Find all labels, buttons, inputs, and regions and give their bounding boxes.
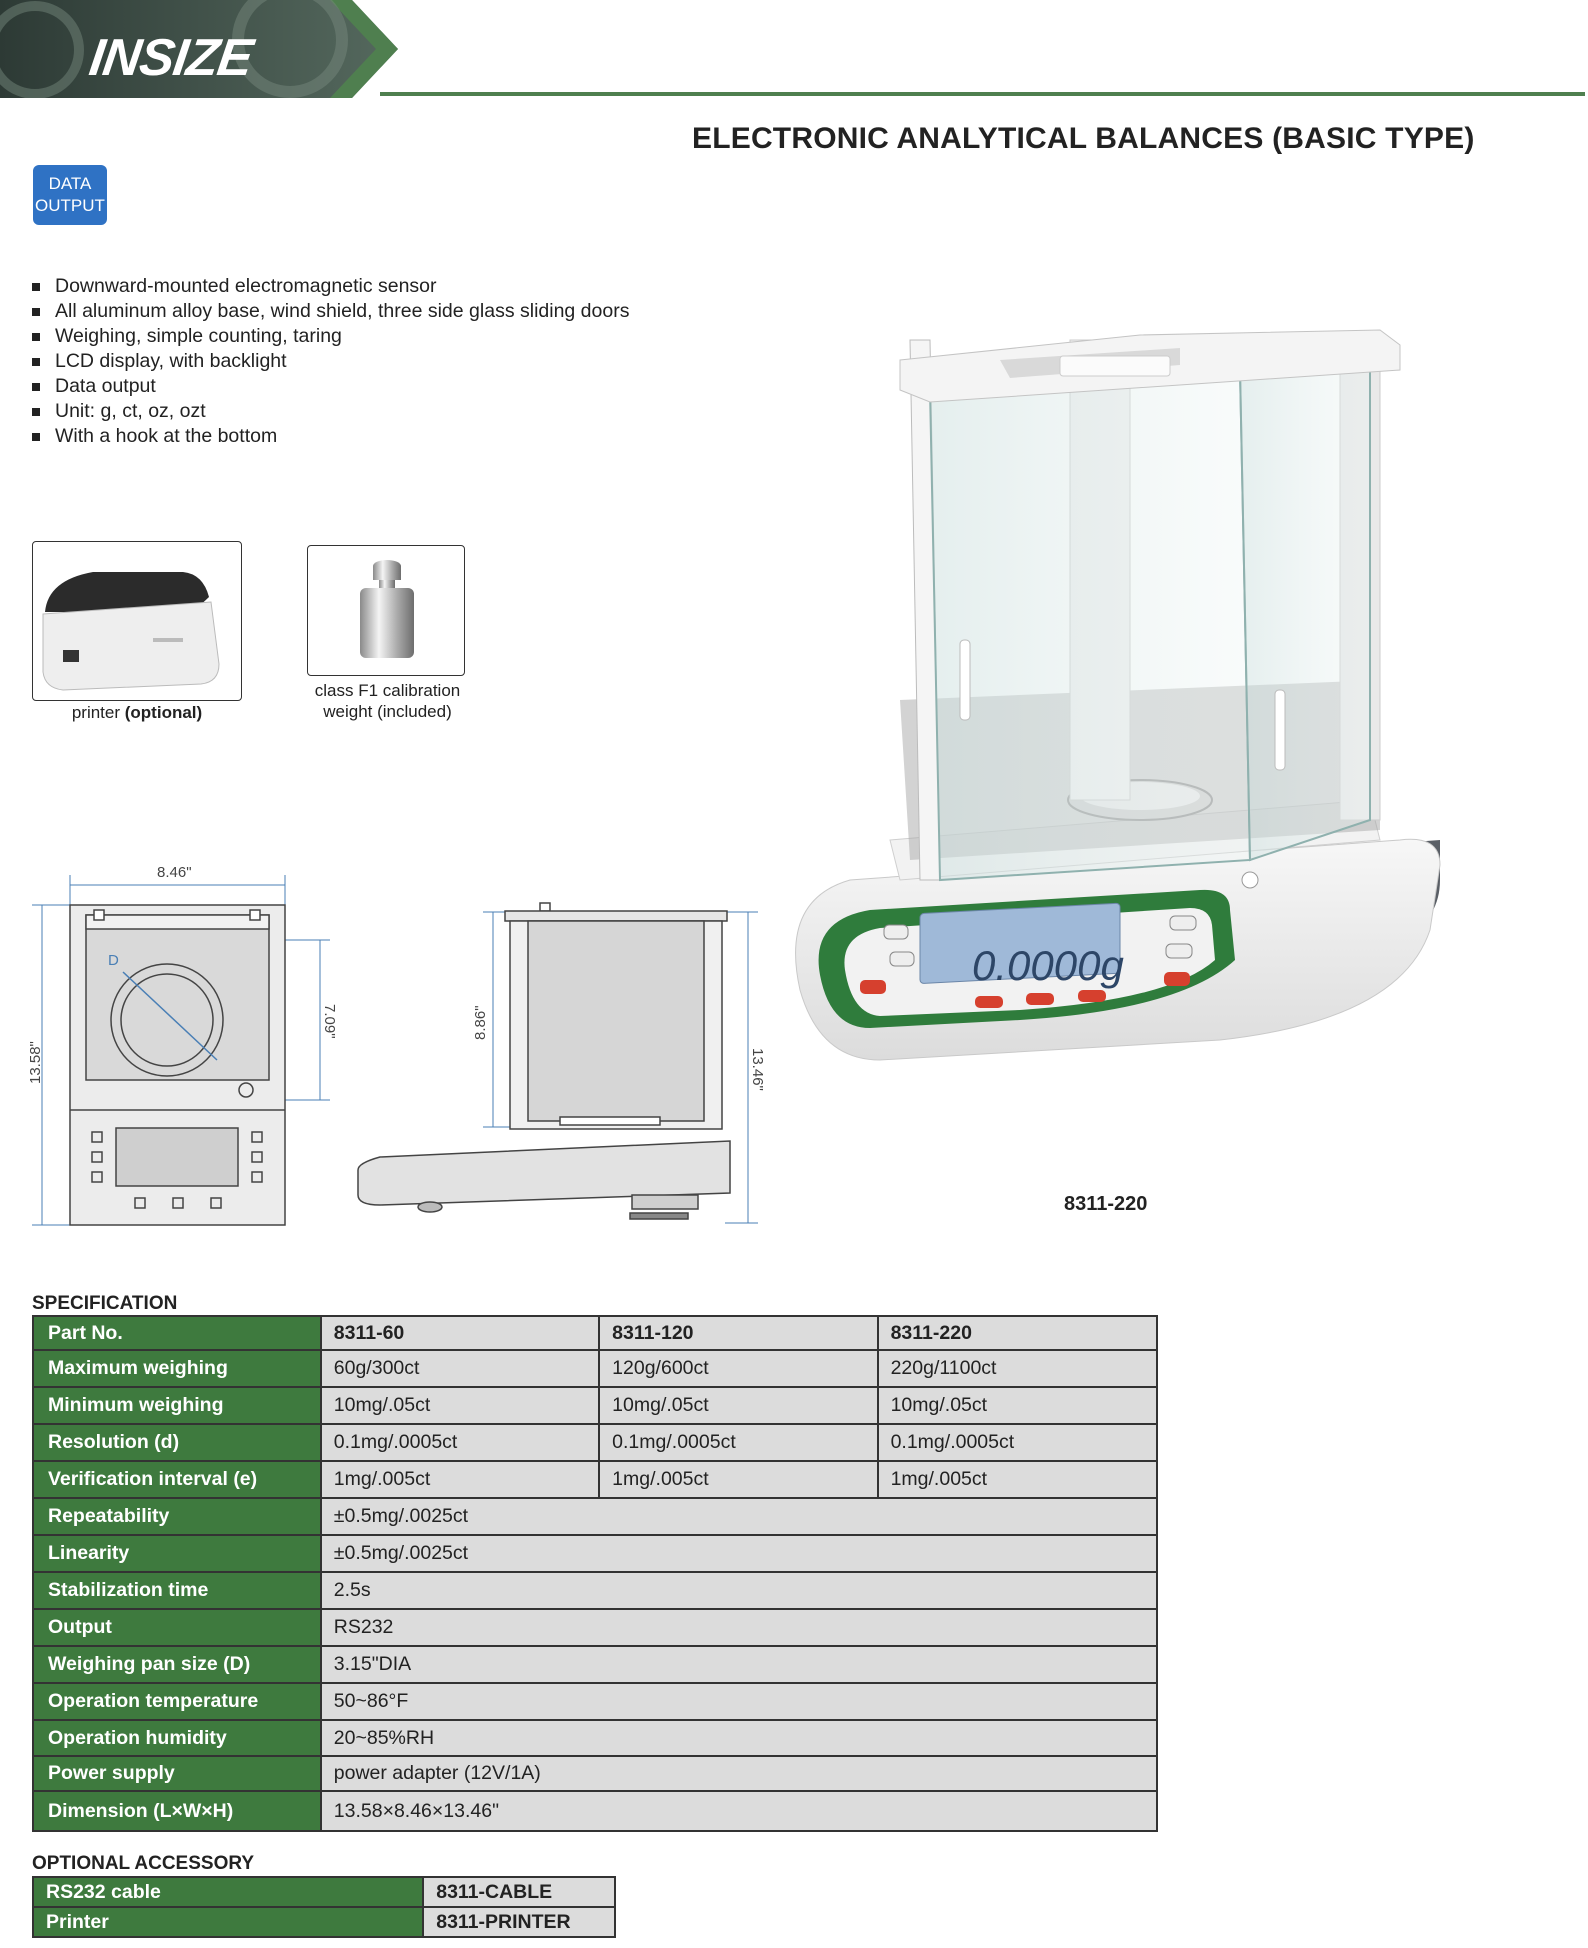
table-row: Stabilization time 2.5s	[32, 1571, 1159, 1610]
lcd-reading: 0.0000g	[972, 942, 1124, 989]
row-label: Power supply	[32, 1755, 322, 1792]
row-label: Operation humidity	[32, 1719, 322, 1757]
header-rule	[380, 92, 1585, 96]
printer-icon	[42, 572, 220, 691]
table-row: Printer 8311-PRINTER	[31, 1906, 616, 1938]
model-header: 8311-120	[598, 1315, 879, 1351]
cell: 60g/300ct	[319, 1349, 601, 1388]
table-row: Maximum weighing 60g/300ct 120g/600ct 22…	[32, 1349, 1159, 1388]
weight-caption-line: weight (included)	[323, 702, 452, 721]
feature-item: All aluminum alloy base, wind shield, th…	[32, 299, 629, 324]
row-label: Output	[32, 1608, 322, 1647]
cell: ±0.5mg/.0025ct	[319, 1497, 1159, 1536]
cell: 0.1mg/.0005ct	[319, 1423, 601, 1462]
cell: 1mg/.005ct	[598, 1460, 879, 1499]
weight-icon	[360, 560, 414, 658]
depth-dimension: 13.58"	[27, 1041, 44, 1084]
calibration-weight-image	[307, 545, 465, 676]
table-row: Operation temperature 50~86°F	[32, 1682, 1159, 1721]
cell: 20~85%RH	[319, 1719, 1159, 1757]
table-row: Verification interval (e) 1mg/.005ct 1mg…	[32, 1460, 1159, 1499]
row-label: RS232 cable	[31, 1876, 425, 1908]
cell: 2.5s	[319, 1571, 1159, 1610]
model-header: 8311-60	[319, 1315, 601, 1351]
cell: 50~86°F	[319, 1682, 1159, 1721]
feature-item: Data output	[32, 374, 629, 399]
row-label: Minimum weighing	[32, 1386, 322, 1425]
row-label: Operation temperature	[32, 1682, 322, 1721]
cell: ±0.5mg/.0025ct	[319, 1534, 1159, 1573]
printer-image	[32, 541, 242, 701]
row-label: Dimension (L×W×H)	[32, 1790, 322, 1832]
feature-item: With a hook at the bottom	[32, 424, 629, 449]
top-view-drawing	[32, 875, 330, 1226]
specification-table: Part No. 8311-60 8311-120 8311-220 Maxim…	[32, 1315, 1159, 1832]
optional-accessory-table: RS232 cable 8311-CABLE Printer 8311-PRIN…	[31, 1876, 616, 1938]
cell: 0.1mg/.0005ct	[876, 1423, 1159, 1462]
cell: 220g/1100ct	[876, 1349, 1159, 1388]
cell: 1mg/.005ct	[319, 1460, 601, 1499]
printer-caption-text: printer	[71, 703, 125, 722]
weight-caption-line: class F1 calibration	[314, 681, 461, 700]
balance-product-image: 0.0000g	[795, 329, 1441, 1061]
cell: 10mg/.05ct	[319, 1386, 601, 1425]
cell: power adapter (12V/1A)	[319, 1755, 1159, 1792]
table-row: Linearity ±0.5mg/.0025ct	[32, 1534, 1159, 1573]
cell: 8311-CABLE	[422, 1876, 616, 1908]
row-label: Printer	[31, 1906, 425, 1938]
specification-title: SPECIFICATION	[32, 1293, 178, 1314]
feature-item: Unit: g, ct, oz, ozt	[32, 399, 629, 424]
row-label: Maximum weighing	[32, 1349, 322, 1388]
table-row: Resolution (d) 0.1mg/.0005ct 0.1mg/.0005…	[32, 1423, 1159, 1462]
cell: 10mg/.05ct	[876, 1386, 1159, 1425]
row-label: Verification interval (e)	[32, 1460, 322, 1499]
cell: 3.15"DIA	[319, 1645, 1159, 1684]
feature-item: Weighing, simple counting, taring	[32, 324, 629, 349]
printer-optional-note: (optional)	[124, 703, 203, 722]
cell: 120g/600ct	[598, 1349, 879, 1388]
weight-caption: class F1 calibration weight (included)	[300, 680, 475, 722]
row-label: Resolution (d)	[32, 1423, 322, 1462]
width-dimension: 8.46"	[157, 864, 192, 881]
row-label: Part No.	[32, 1315, 322, 1351]
optional-accessory-title: OPTIONAL ACCESSORY	[32, 1853, 255, 1874]
table-row: Output RS232	[32, 1608, 1159, 1647]
pan-area-dimension: 7.09"	[321, 1004, 338, 1039]
printer-caption: printer (optional)	[32, 702, 242, 723]
header-banner	[0, 0, 398, 98]
cell: 13.58×8.46×13.46"	[319, 1790, 1159, 1832]
feature-list: Downward-mounted electromagnetic sensor …	[32, 274, 629, 449]
cell: 10mg/.05ct	[598, 1386, 879, 1425]
table-row: Dimension (L×W×H) 13.58×8.46×13.46"	[32, 1790, 1159, 1832]
page-title: ELECTRONIC ANALYTICAL BALANCES (BASIC TY…	[692, 122, 1475, 155]
brand-logo: INSIZE	[85, 29, 256, 87]
cell: RS232	[319, 1608, 1159, 1647]
feature-item: LCD display, with backlight	[32, 349, 629, 374]
table-row: Repeatability ±0.5mg/.0025ct	[32, 1497, 1159, 1536]
row-label: Linearity	[32, 1534, 322, 1573]
data-output-badge: DATA OUTPUT	[33, 165, 107, 225]
side-view-drawing	[357, 902, 758, 1224]
pan-diameter-label: D	[108, 952, 119, 969]
row-label: Weighing pan size (D)	[32, 1645, 322, 1684]
chamber-height-dimension: 8.86"	[472, 1005, 489, 1040]
product-model-label: 8311-220	[1064, 1193, 1148, 1215]
cell: 0.1mg/.0005ct	[598, 1423, 879, 1462]
feature-item: Downward-mounted electromagnetic sensor	[32, 274, 629, 299]
table-row: Weighing pan size (D) 3.15"DIA	[32, 1645, 1159, 1684]
row-label: Repeatability	[32, 1497, 322, 1536]
cell: 8311-PRINTER	[422, 1906, 616, 1938]
model-header: 8311-220	[876, 1315, 1159, 1351]
row-label: Stabilization time	[32, 1571, 322, 1610]
badge-line: OUTPUT	[35, 196, 105, 215]
table-row: Part No. 8311-60 8311-120 8311-220	[32, 1315, 1159, 1351]
table-row: RS232 cable 8311-CABLE	[31, 1876, 616, 1908]
cell: 1mg/.005ct	[876, 1460, 1159, 1499]
table-row: Minimum weighing 10mg/.05ct 10mg/.05ct 1…	[32, 1386, 1159, 1425]
badge-line: DATA	[48, 174, 92, 193]
table-row: Power supply power adapter (12V/1A)	[32, 1755, 1159, 1792]
table-row: Operation humidity 20~85%RH	[32, 1719, 1159, 1757]
